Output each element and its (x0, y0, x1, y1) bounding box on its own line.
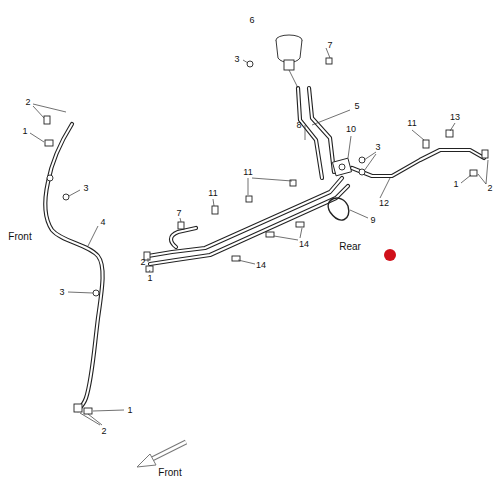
callout-number: 8 (295, 120, 302, 131)
callout-number: 5 (353, 101, 360, 112)
callout-number: 3 (233, 54, 240, 65)
callout-number: 11 (207, 188, 218, 199)
callout-number: 1 (452, 179, 459, 190)
direction-label: Front (157, 467, 182, 479)
callout-number: 1 (126, 405, 133, 416)
direction-label: Rear (338, 241, 362, 253)
callout-number: 12 (378, 198, 390, 209)
callout-number: 7 (326, 40, 333, 51)
callout-number: 2 (139, 257, 146, 268)
callout-number: 6 (248, 15, 255, 26)
callout-number: 3 (374, 142, 381, 153)
callout-number: 4 (99, 217, 106, 228)
callout-number: 10 (345, 124, 357, 135)
callout-number: 11 (406, 118, 417, 129)
callout-number: 14 (298, 239, 310, 250)
callout-number: 14 (255, 260, 267, 271)
callout-number: 2 (24, 97, 31, 108)
callout-number: 1 (146, 273, 153, 284)
callout-number: 2 (486, 183, 493, 194)
callout-number: 9 (369, 215, 376, 226)
callout-number: 11 (242, 167, 253, 178)
direction-label: Front (7, 231, 32, 243)
callout-number: 7 (175, 208, 182, 219)
callout-number: 3 (58, 287, 65, 298)
callout-number: 2 (100, 426, 107, 437)
callout-number: 1 (21, 126, 28, 137)
callout-number: 13 (449, 112, 461, 123)
callout-number: 3 (82, 183, 89, 194)
